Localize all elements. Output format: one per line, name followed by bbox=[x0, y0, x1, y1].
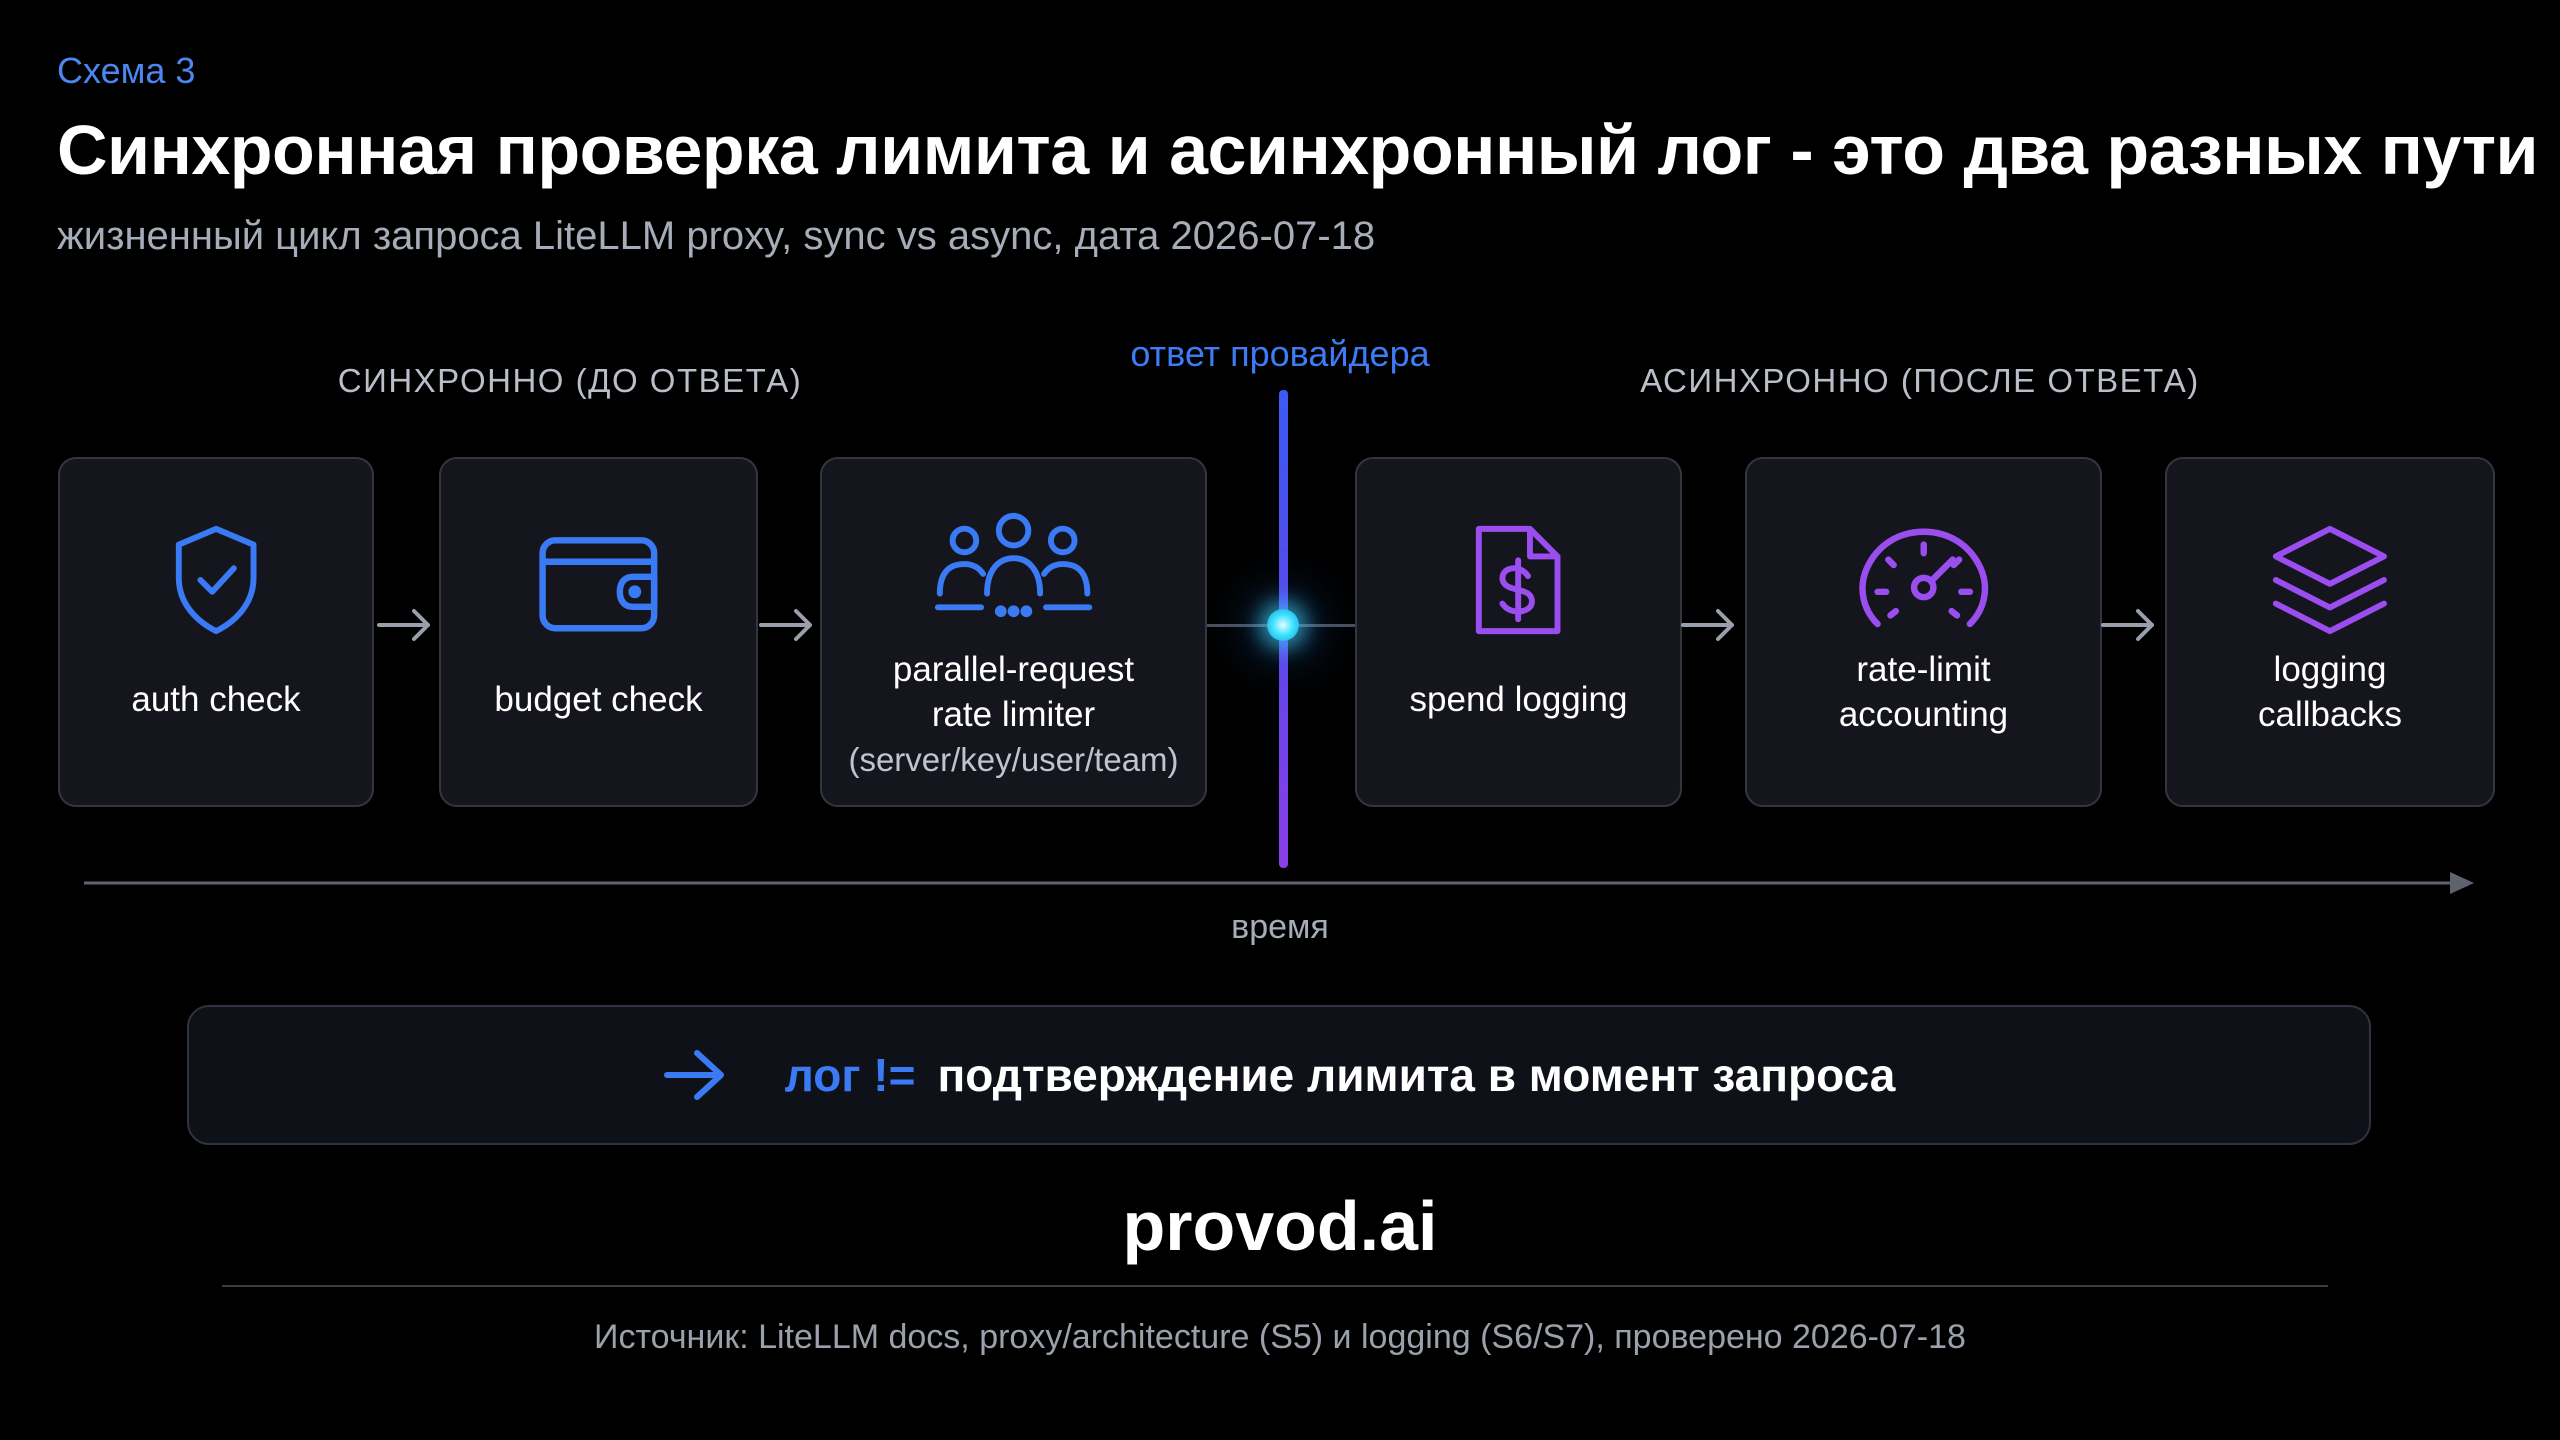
brand-logo-text: provod.ai bbox=[1122, 1187, 1438, 1265]
step-label: parallel-request rate limiter (server/ke… bbox=[832, 647, 1195, 783]
timeline-label: время bbox=[1231, 908, 1329, 946]
step-label: budget check bbox=[494, 680, 703, 719]
layers-icon bbox=[2167, 521, 2493, 651]
connector-divider-async bbox=[1288, 624, 1356, 627]
flow-arrow-icon bbox=[2101, 609, 2154, 641]
page-subtitle: жизненный цикл запроса LiteLLM proxy, sy… bbox=[57, 214, 1376, 258]
footer-divider bbox=[222, 1285, 2328, 1287]
callout-text: подтверждение лимита в момент запроса bbox=[937, 1049, 1896, 1101]
arrow-right-icon bbox=[663, 1050, 724, 1100]
key-takeaway-callout: лог != подтверждение лимита в момент зап… bbox=[187, 1005, 2371, 1145]
step-label: spend logging bbox=[1409, 680, 1628, 719]
flow-arrow-icon bbox=[377, 609, 430, 641]
timeline-arrow bbox=[84, 872, 2474, 894]
wallet-icon bbox=[441, 521, 756, 651]
callout-accent: лог != bbox=[784, 1049, 916, 1101]
step-card-auth-check: auth check bbox=[58, 457, 374, 807]
async-section-label: АСИНХРОННО (ПОСЛЕ ОТВЕТА) bbox=[1640, 362, 2200, 399]
source-note: Источник: LiteLLM docs, proxy/architectu… bbox=[594, 1318, 1966, 1356]
users-group-icon bbox=[822, 509, 1205, 639]
shield-check-icon bbox=[60, 521, 372, 651]
flow-arrow-icon bbox=[1681, 609, 1734, 641]
step-card-rate-limit-accounting: rate-limit accounting bbox=[1745, 457, 2102, 807]
dollar-document-icon bbox=[1357, 521, 1680, 651]
step-label: logging callbacks bbox=[2258, 650, 2402, 734]
step-card-spend-logging: spend logging bbox=[1355, 457, 1682, 807]
connector-sync-divider bbox=[1206, 624, 1278, 627]
step-label: rate-limit accounting bbox=[1838, 650, 2009, 734]
step-card-rate-limiter: parallel-request rate limiter (server/ke… bbox=[820, 457, 1207, 807]
provider-response-label: ответ провайдера bbox=[1130, 333, 1430, 374]
diagram-number: Схема 3 bbox=[57, 50, 196, 91]
step-sublabel: (server/key/user/team) bbox=[848, 741, 1179, 778]
flow-arrow-icon bbox=[759, 609, 812, 641]
step-card-logging-callbacks: logging callbacks bbox=[2165, 457, 2495, 807]
gauge-icon bbox=[1747, 521, 2100, 651]
step-label: auth check bbox=[131, 680, 301, 719]
step-card-budget-check: budget check bbox=[439, 457, 758, 807]
provider-response-dot bbox=[1267, 609, 1299, 641]
sync-section-label: СИНХРОННО (ДО ОТВЕТА) bbox=[337, 362, 803, 399]
page-title: Синхронная проверка лимита и асинхронный… bbox=[57, 111, 2539, 189]
